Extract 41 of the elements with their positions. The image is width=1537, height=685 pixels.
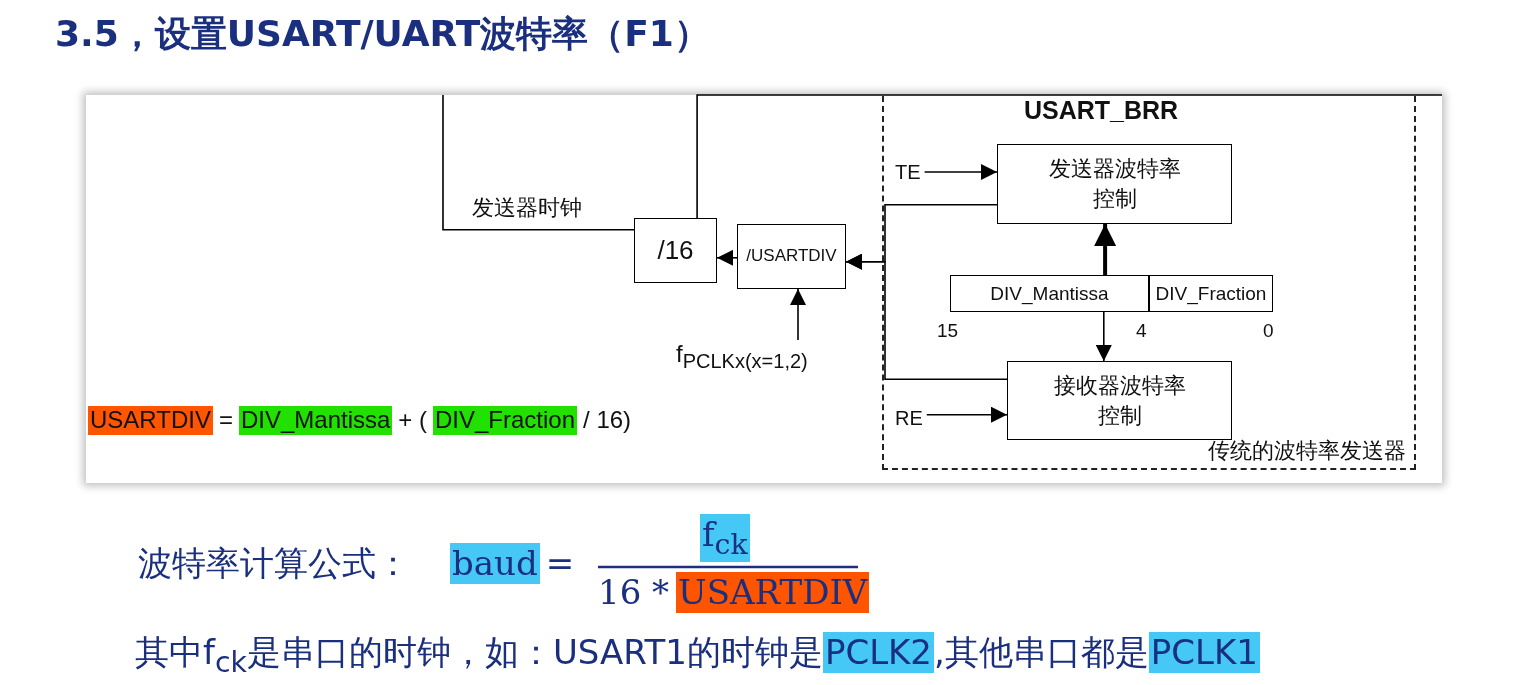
formula-caption: 波特率计算公式： [138,543,410,584]
bit-number: 0 [1263,320,1274,343]
block-box: 发送器波特率控制 [997,144,1232,224]
formula-term: baud [450,543,540,584]
block-box: /USARTDIV [737,224,846,289]
block-box: 接收器波特率控制 [1007,361,1232,440]
arrow [1095,311,1112,362]
arrow [923,164,998,180]
connector-line [696,94,1443,219]
register-field: DIV_Fraction [1149,275,1273,312]
arrow [1094,224,1117,275]
note-term: PCLK2 [822,632,934,673]
arrow [790,288,806,341]
bit-number: 15 [937,320,959,343]
formula-term: DIV_Mantissa [238,406,393,435]
signal-label: RE [895,408,923,428]
formula-sign: + ( [398,406,427,435]
bit-number: 4 [1136,320,1147,343]
arrow [926,406,1008,423]
formula-term: USARTDIV [88,406,213,435]
formula-term: 16 * [598,572,670,613]
connector-line [442,94,635,231]
formula-sign: = [545,543,575,584]
frame-caption: 传统的波特率发送器 [1208,437,1406,465]
note-term: PCLK1 [1148,632,1260,673]
clock-label: f$_{PCLKx(x=1,2)}$ [676,342,808,371]
formula-term: f$_{ck}$ [700,514,750,562]
formula-sign: / 16) [583,406,632,435]
register-field: DIV_Mantissa [950,275,1149,312]
formula-sign: = [218,406,233,435]
formula-term: DIV_Fraction [433,406,578,435]
block-box: /16 [634,218,717,283]
formula-term: USARTDIV [676,572,870,613]
dashed-frame [882,96,1416,470]
arrow [845,253,1008,380]
arrow [716,249,738,266]
slide-title: 3.5，设置USART/UART波特率（F1） [55,12,710,56]
note-text: 其中f$_{ck}$是串口的时钟，如：USART1的时钟是 [135,632,823,680]
note-text: ,其他串口都是 [934,632,1149,673]
signal-label: TE [895,162,921,182]
frame-heading: USART_BRR [1024,96,1179,125]
